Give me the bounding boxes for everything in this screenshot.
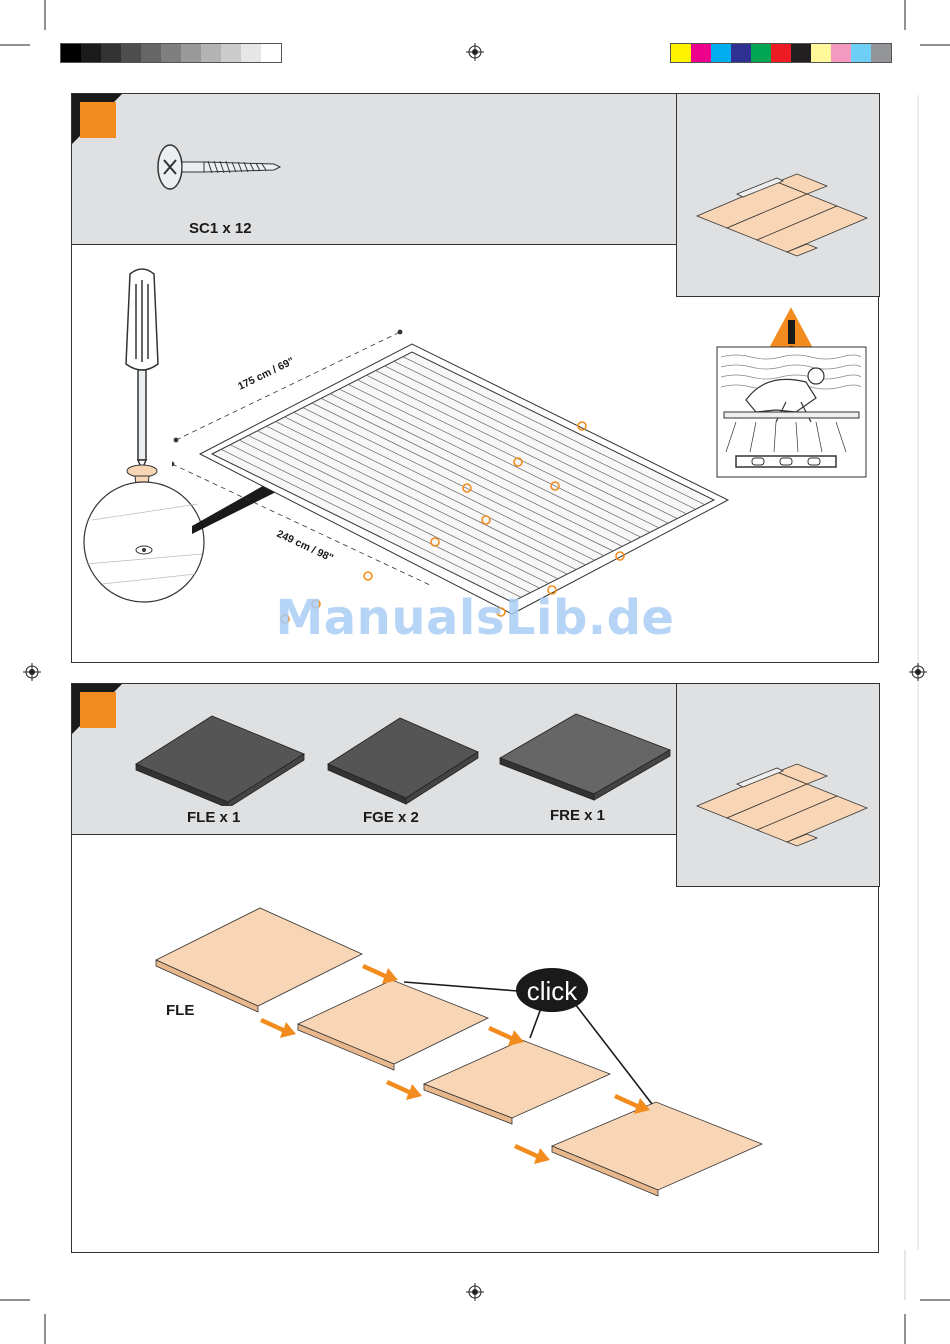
floor-overview-icon [677,94,879,296]
floor-panel-parts [132,706,677,806]
part-label-fle: FLE x 1 [187,809,240,826]
registration-mark-bottom [466,1283,484,1301]
step-2-panel: FLE x 1 FGE x 2 FRE x 1 [71,683,879,1253]
step-1-part-label: SC1 x 12 [189,220,252,237]
assembly-panel-3 [424,1040,610,1124]
panel-fre-icon [500,714,670,800]
registration-mark-left [23,663,41,681]
registration-mark-right [909,663,927,681]
step-2-number-badge [80,692,116,728]
step-1-overview-thumbnail [676,93,880,297]
registration-mark-top [466,43,484,61]
screw-icon [154,142,374,192]
length-dimension-label: 249 cm / 98" [275,528,335,565]
panel-fge-icon [328,718,478,804]
step-2-overview-thumbnail [676,683,880,887]
step-1-panel: SC1 x 12 [71,93,879,663]
panel-fle-icon [136,716,304,806]
panel-assembly-sequence: click [152,904,772,1224]
step-1-number-badge [80,102,116,138]
screwdriver-icon [126,269,158,470]
click-label: click [527,976,579,1006]
width-dimension-label: 175 cm / 69" [236,355,296,393]
assembly-panel-2 [298,980,488,1070]
assembly-panel-1 [156,908,362,1012]
assembly-panel-4 [552,1102,762,1196]
floor-overview-icon [677,684,879,886]
fle-panel-label: FLE [166,1002,194,1019]
floor-frame-drawing: 175 cm / 69" 249 cm / 98" [172,324,752,624]
part-label-fge: FGE x 2 [363,809,419,826]
part-label-fre: FRE x 1 [550,807,605,824]
watermark: ManualsLib.de [0,590,950,646]
